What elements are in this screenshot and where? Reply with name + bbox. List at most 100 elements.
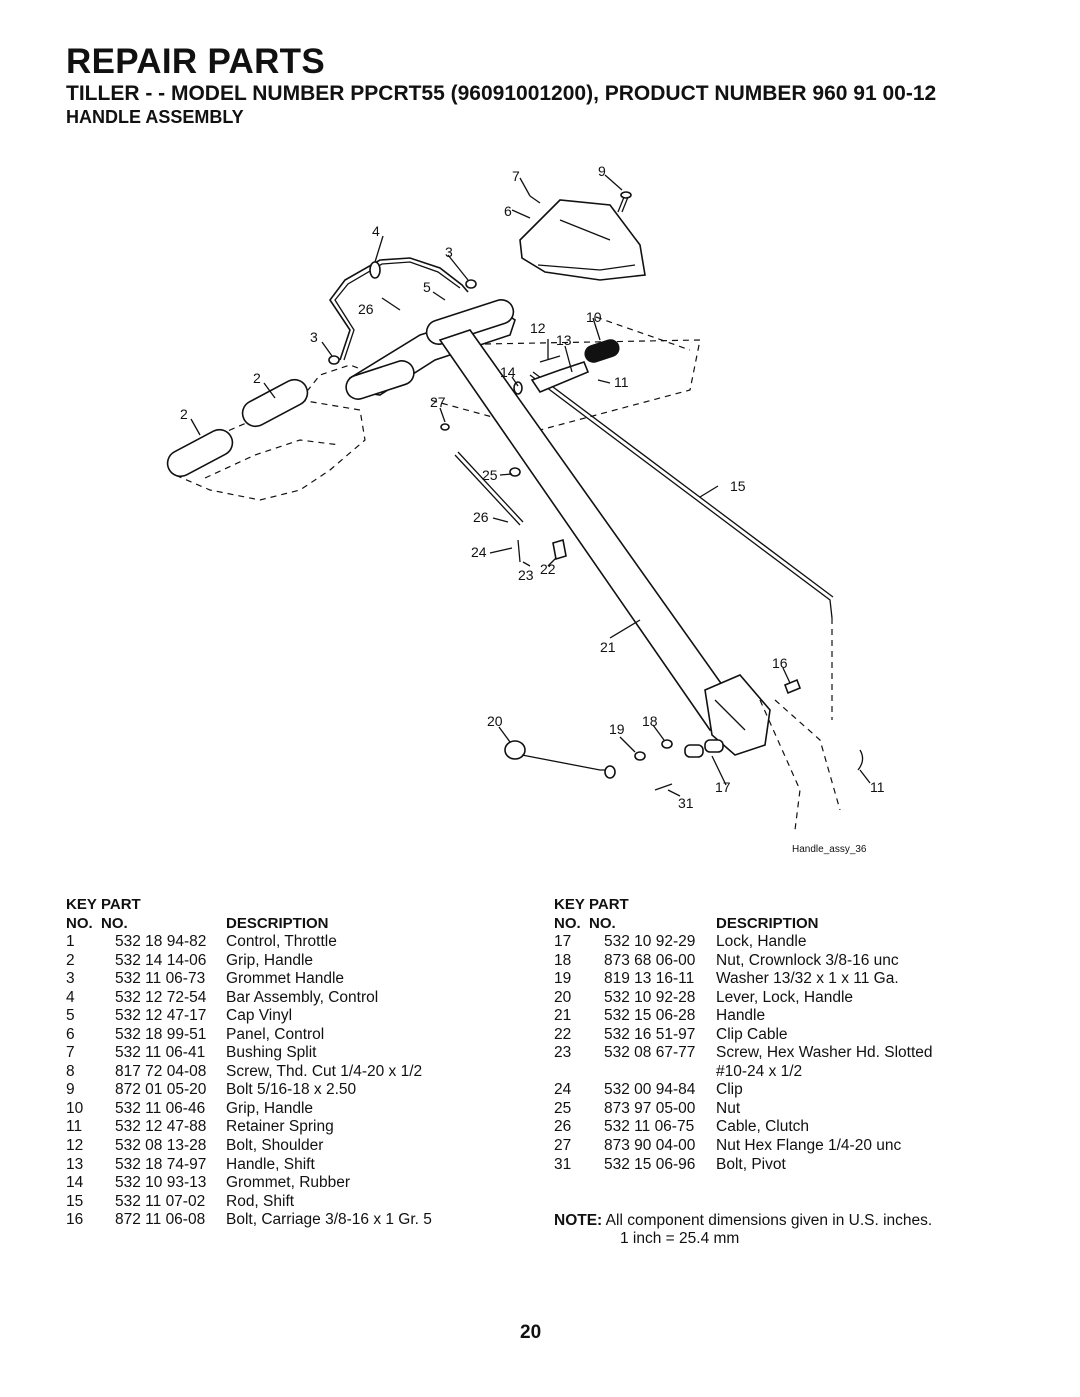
key-cell: 3 [66, 970, 75, 988]
note-line2: 1 inch = 25.4 mm [620, 1230, 740, 1247]
carriage-bolt-part [783, 678, 802, 695]
key-cell: 17 [554, 933, 572, 950]
part-number-cell: 532 18 94-82 [115, 933, 207, 950]
part-number-cell: 817 72 04-08 [115, 1062, 207, 1080]
part-number-cell: 532 16 51-97 [604, 1025, 696, 1043]
description-cell: Retainer Spring [226, 1118, 334, 1136]
no-header: NO. [101, 915, 128, 932]
part-number-cell: 532 14 14-06 [115, 951, 207, 969]
part-header: PART [589, 896, 629, 913]
part-number-cell: 872 01 05-20 [115, 1081, 207, 1099]
description-cell: Bar Assembly, Control [226, 988, 379, 1006]
bushing-part [529, 195, 541, 204]
callout-label: 4 [372, 223, 380, 239]
callout-label: 17 [715, 779, 731, 795]
description-cell: Nut Hex Flange 1/4-20 unc [716, 1137, 902, 1155]
callout-label: 2 [180, 406, 188, 422]
control-bar-part [329, 257, 469, 361]
part-number-cell: 532 08 13-28 [115, 1137, 207, 1155]
shift-rod-part [529, 371, 834, 720]
part-number-cell: 873 68 06-00 [604, 951, 696, 969]
key-cell: 21 [554, 1007, 572, 1025]
description-cell: Clip [716, 1081, 743, 1099]
no-header: NO. [554, 915, 581, 932]
callout-label: 24 [471, 544, 487, 560]
part-number-cell: 532 11 07-02 [115, 1192, 206, 1210]
table-row: 3 532 11 06-73 Grommet Handle [66, 970, 516, 989]
callout-label: 3 [445, 244, 453, 260]
key-cell: 10 [66, 1099, 84, 1117]
screw-part [517, 539, 521, 563]
callout-label: 23 [518, 567, 534, 583]
table-header: KEY PART NO. NO. DESCRIPTION [66, 893, 516, 933]
key-cell: 14 [66, 1174, 84, 1192]
description-cell: Grommet, Rubber [226, 1174, 351, 1192]
bolt-part [617, 191, 632, 213]
table-row: 14 532 10 93-13 Grommet, Rubber [66, 1174, 516, 1193]
grommet-part [465, 279, 477, 289]
leader-lines [190, 174, 871, 797]
part-number-cell: 532 10 93-13 [115, 1174, 207, 1192]
key-cell: 7 [66, 1044, 75, 1062]
clutch-cable-part [457, 451, 524, 523]
description-cell: Nut [716, 1099, 741, 1117]
description-cell: Grip, Handle [226, 1099, 314, 1117]
part-number-cell: 532 12 72-54 [115, 988, 207, 1006]
description-header: DESCRIPTION [226, 915, 329, 932]
description-cell: Handle, Shift [226, 1155, 315, 1173]
part-number-cell: 873 97 05-00 [604, 1099, 696, 1117]
description-cell: Bolt 5/16-18 x 2.50 [226, 1081, 357, 1099]
key-cell: 9 [66, 1081, 75, 1099]
no-header: NO. [589, 915, 616, 932]
callout-label: 12 [530, 320, 546, 336]
lock-lever-part [504, 740, 616, 779]
part-header: PART [101, 896, 141, 913]
handle-grip-part [166, 378, 309, 478]
main-handle-tube [438, 329, 771, 756]
callout-label: 18 [642, 713, 658, 729]
part-number-cell: 532 10 92-28 [604, 988, 696, 1006]
description-cell: Grip, Handle [226, 951, 314, 969]
description-cell: Lever, Lock, Handle [716, 988, 854, 1006]
part-number-cell: 532 11 06-73 [115, 970, 206, 988]
description-cell: Control, Throttle [226, 933, 337, 950]
key-cell: 22 [554, 1025, 572, 1043]
key-cell: 23 [554, 1044, 572, 1062]
description-cell: Grommet Handle [226, 970, 345, 988]
callout-labels: 7 9 6 4 3 5 26 3 12 10 13 2 14 11 27 2 2… [180, 163, 885, 811]
key-cell: 4 [66, 988, 75, 1006]
table-header: KEY PART NO. NO. DESCRIPTION [554, 893, 1004, 933]
part-number-cell: 532 11 06-75 [604, 1118, 695, 1136]
nut-part [509, 467, 521, 477]
control-panel-part [519, 199, 646, 281]
key-cell: 11 [66, 1118, 83, 1136]
key-cell: 15 [66, 1192, 84, 1210]
callout-label: 19 [609, 721, 625, 737]
part-number-cell: 532 12 47-88 [115, 1118, 207, 1136]
callout-label: 25 [482, 467, 498, 483]
callout-label: 31 [678, 795, 694, 811]
part-number-cell: 819 13 16-11 [604, 970, 695, 988]
description-cell: Handle [716, 1007, 766, 1025]
page-number: 20 [520, 1322, 542, 1343]
part-number-cell: 873 90 04-00 [604, 1137, 696, 1155]
part-number-cell: 532 08 67-77 [604, 1044, 696, 1062]
key-cell: 12 [66, 1137, 84, 1155]
table-row: #10-24 x 1/2 [554, 1063, 1004, 1082]
callout-label: 7 [512, 168, 520, 184]
model-subtitle: TILLER - - MODEL NUMBER PPCRT55 (9609100… [66, 82, 937, 105]
description-cell: Clip Cable [716, 1025, 788, 1043]
